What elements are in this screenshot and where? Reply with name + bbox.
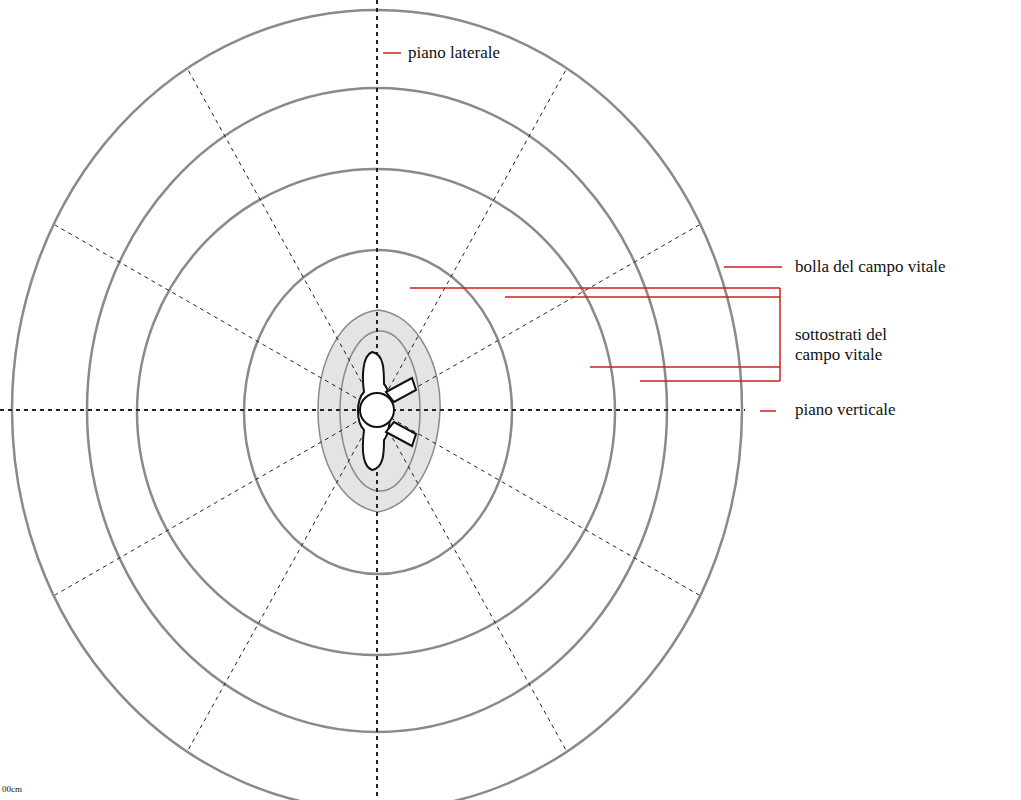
radial-line — [377, 68, 567, 410]
radial-line — [377, 225, 699, 410]
scale-label: 00cm — [0, 784, 24, 794]
radial-line — [55, 225, 377, 410]
layers-label: sottostrati del campo vitale — [793, 325, 937, 364]
human-figure — [358, 352, 416, 470]
plane-label: piano verticale — [793, 400, 898, 420]
radial-line — [377, 410, 699, 595]
radial-line — [55, 410, 377, 595]
radial-line — [377, 410, 567, 752]
bubble-label: bolla del campo vitale — [793, 257, 948, 277]
plane-label: piano laterale — [406, 43, 502, 63]
radial-line — [187, 410, 377, 752]
leader-lines — [383, 53, 782, 411]
radial-line — [187, 68, 377, 410]
